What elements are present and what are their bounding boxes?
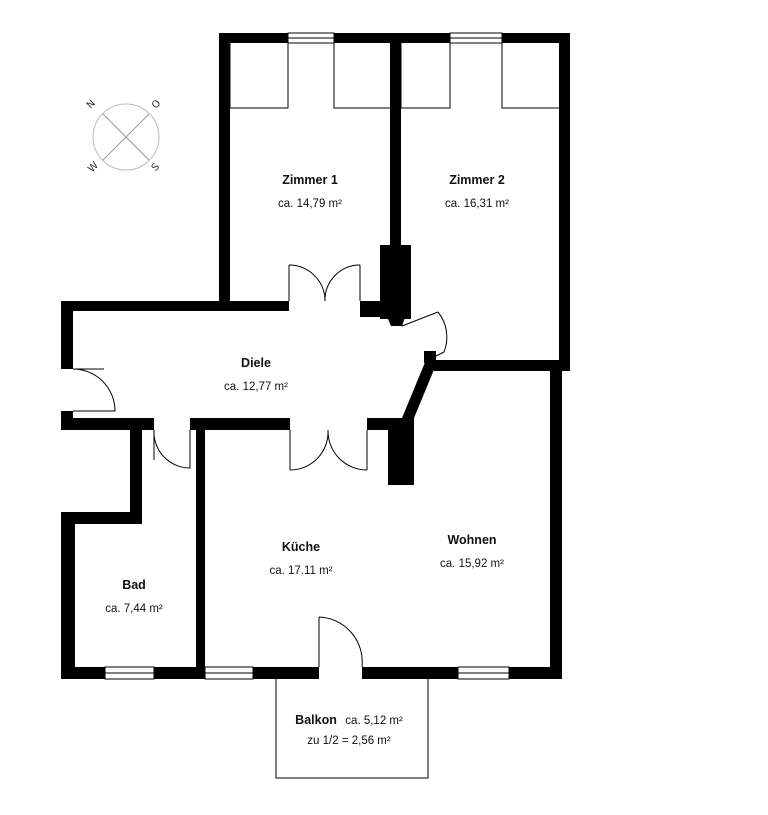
- room-name: Küche: [281, 540, 321, 554]
- door-swings: [72, 43, 559, 779]
- room-wohnen: Wohnen ca. 15,92 m²: [440, 532, 504, 571]
- room-diele: Diele ca. 12,77 m²: [224, 355, 288, 394]
- room-kueche: Küche ca. 17.11 m²: [269, 539, 332, 578]
- room-bad: Bad ca. 7,44 m²: [105, 577, 163, 616]
- room-name: Zimmer 1: [282, 173, 338, 187]
- room-area: ca. 16,31 m²: [445, 198, 509, 210]
- walls: [61, 33, 570, 679]
- window-wohnen: [457, 666, 510, 680]
- windows: [104, 32, 510, 680]
- room-name: Zimmer 2: [449, 173, 505, 187]
- room-area: ca. 7,44 m²: [105, 603, 163, 615]
- window-kueche: [204, 666, 254, 680]
- room-name: Diele: [241, 356, 271, 370]
- room-zimmer-2: Zimmer 2 ca. 16,31 m²: [445, 172, 509, 211]
- window-bad: [104, 666, 155, 680]
- room-area: ca. 14,79 m²: [278, 198, 342, 210]
- room-area-note: zu 1/2 = 2,56 m²: [307, 735, 391, 747]
- room-balkon: Balkon ca. 5,12 m² zu 1/2 = 2,56 m²: [295, 712, 403, 748]
- window-zimmer1: [287, 32, 335, 44]
- room-area: ca. 12,77 m²: [224, 381, 288, 393]
- room-name: Bad: [122, 578, 146, 592]
- room-name: Balkon: [295, 713, 337, 727]
- room-name: Wohnen: [447, 533, 497, 547]
- room-area: ca. 5,12 m²: [345, 715, 403, 727]
- room-zimmer-1: Zimmer 1 ca. 14,79 m²: [278, 172, 342, 211]
- window-zimmer2: [449, 32, 503, 44]
- room-area: ca. 17.11 m²: [269, 565, 333, 577]
- room-area: ca. 15,92 m²: [440, 558, 504, 570]
- compass-rose: [92, 103, 160, 171]
